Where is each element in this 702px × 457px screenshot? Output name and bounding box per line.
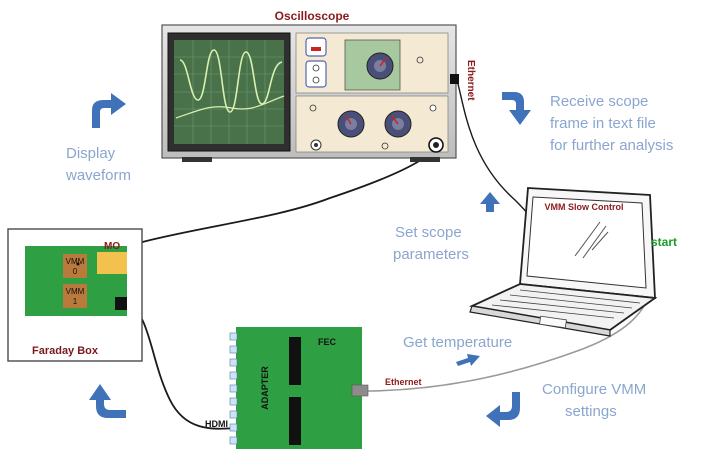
fec-ethernet-cable — [367, 297, 649, 392]
faraday-box: VMM 0 VMM 1 MO Faraday Box — [7, 228, 143, 362]
hdmi-label: HDMI — [205, 419, 228, 429]
arrow-configure-icon — [486, 392, 520, 427]
laptop-screen — [526, 196, 647, 289]
laptop-touchpad — [539, 315, 567, 329]
adapter-pins — [229, 332, 238, 445]
flow-arrows — [89, 92, 531, 427]
step-display-line1: Display — [66, 145, 116, 162]
step-setscope-line2: parameters — [393, 246, 469, 263]
vmm1-label-line1: VMM — [66, 287, 85, 296]
step-receive-line1: Receive scope — [550, 93, 648, 110]
step-setscope-line1: Set scope — [395, 224, 462, 241]
mo-pad — [97, 252, 127, 274]
step-labels: Display waveform Receive scope frame in … — [65, 93, 673, 420]
step-display-line2: waveform — [65, 167, 131, 184]
arrow-setscope-icon — [480, 192, 500, 212]
arrow-display-icon — [92, 93, 126, 128]
scope-title: Oscilloscope — [275, 9, 350, 23]
adapter-label: ADAPTER — [260, 366, 270, 410]
timebase-knob-pointer — [379, 57, 387, 67]
step-configure-line1: Configure VMM — [542, 381, 646, 398]
fec-board — [294, 327, 362, 449]
start-label: start — [651, 235, 677, 249]
small-knob-b — [429, 104, 437, 112]
vmm0-chip — [63, 254, 87, 278]
arrow-faraday-icon — [89, 384, 126, 418]
hdmi-port — [115, 297, 127, 310]
ch2-volt-knob-pointer — [391, 115, 399, 125]
screen-glare — [574, 221, 609, 259]
laptop: VMM Slow Control start — [468, 187, 677, 337]
step-receive-line3: for further analysis — [550, 137, 673, 154]
fec-connector-bottom — [289, 397, 301, 445]
vmm0-label-line1: VMM — [66, 257, 85, 266]
fec-ethernet-label: Ethernet — [385, 377, 422, 387]
adapter-board — [236, 327, 294, 449]
small-knob-c — [381, 142, 389, 150]
power-switch-red — [311, 47, 321, 51]
scope-feet-left — [182, 157, 212, 162]
mo-label: MO — [104, 241, 120, 252]
small-knob-a — [309, 104, 317, 112]
vmm1-label-line2: 1 — [73, 297, 78, 306]
vmm1-chip — [63, 284, 87, 308]
faraday-box-label: Faraday Box — [32, 345, 99, 357]
vmm0-label-line2: 0 — [73, 267, 78, 276]
oscilloscope: Oscilloscope Ethernet — [161, 9, 476, 162]
mo-connector — [76, 262, 80, 266]
fec-ethernet-port — [351, 384, 369, 397]
arrow-receive-icon — [502, 92, 531, 125]
step-gettemp: Get temperature — [403, 334, 512, 351]
scope-ethernet-port — [450, 74, 459, 84]
small-knob-right — [416, 56, 424, 64]
fec-assembly: ADAPTER FEC HDMI Ethernet — [205, 327, 422, 449]
arrow-gettemp-icon — [456, 354, 480, 366]
intensity-knob-box — [305, 60, 327, 88]
ch2-input-jack-inner — [433, 142, 439, 148]
ch1-input-jack-inner — [314, 143, 318, 147]
laptop-screen-title: VMM Slow Control — [545, 202, 624, 212]
scope-ethernet-label: Ethernet — [465, 60, 476, 101]
intensity-knob — [312, 64, 320, 72]
waveform-1 — [179, 49, 283, 113]
laptop-keyboard — [491, 289, 641, 319]
waveform-2 — [175, 95, 285, 119]
fec-connector-top — [289, 337, 301, 385]
step-receive-line2: frame in text file — [550, 115, 656, 132]
scope-lower-panel — [295, 95, 449, 153]
scope-feet-right — [410, 157, 440, 162]
fec-label: FEC — [318, 337, 337, 347]
ch1-volt-knob-pointer — [345, 115, 352, 125]
step-configure-line2: settings — [565, 403, 617, 420]
focus-knob — [312, 76, 320, 84]
